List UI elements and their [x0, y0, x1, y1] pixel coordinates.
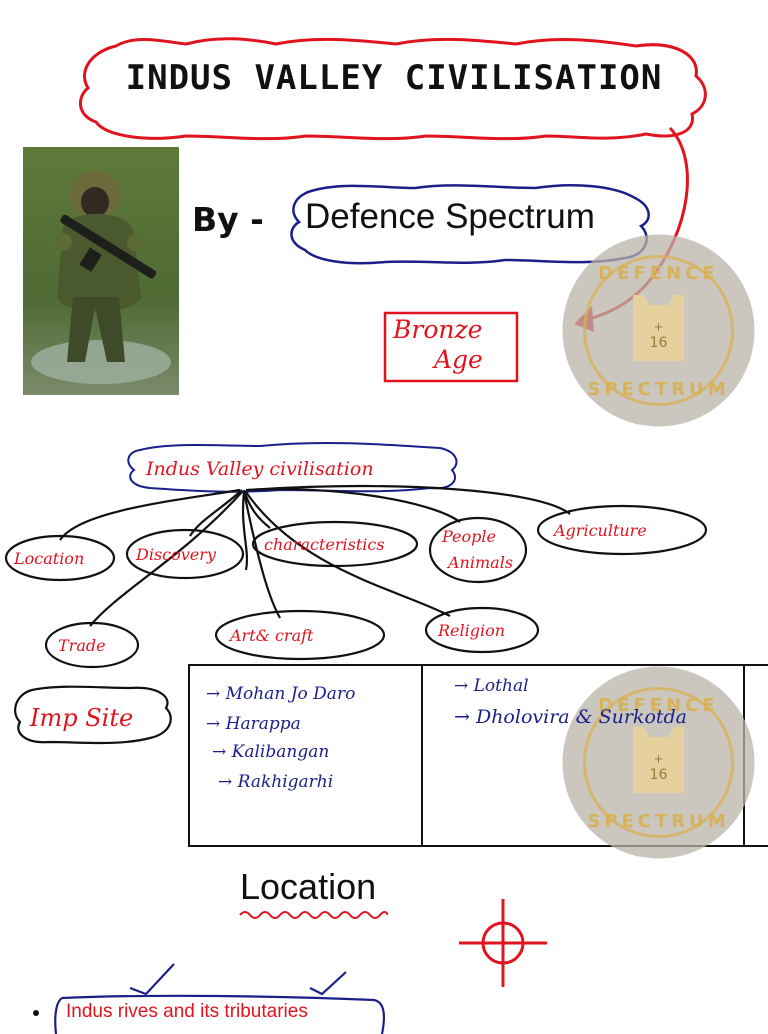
- node-characteristics: characteristics: [264, 535, 385, 554]
- node-trade: Trade: [58, 636, 106, 655]
- location-bullet-text: Indus rives and its tributaries: [66, 1001, 308, 1022]
- age-label: Age: [434, 345, 483, 374]
- tick-marks: [129, 963, 347, 996]
- soldier-photo: [23, 147, 179, 395]
- byline-prefix: By -: [192, 200, 264, 239]
- logo-bottom-text-2: SPECTRUM: [587, 811, 729, 832]
- logo-plus: +: [653, 320, 663, 334]
- logo-number: 16: [650, 335, 668, 351]
- section-heading-location: Location: [240, 866, 377, 907]
- node-people: People: [441, 527, 496, 546]
- site-kalibangan: → Kalibangan: [212, 742, 330, 762]
- site-lothal: → Lothal: [454, 676, 529, 696]
- author-name: Defence Spectrum: [305, 197, 595, 236]
- site-dholavira-surkotda: → Dholovira & Surkotda: [454, 706, 688, 728]
- defence-spectrum-logo: + 16 DEFENCE SPECTRUM: [562, 234, 755, 427]
- crosshair-icon: [459, 899, 547, 987]
- wavy-underline: [239, 911, 388, 919]
- node-art: Art& craft: [228, 626, 314, 645]
- site-harappa: → Harappa: [206, 714, 301, 734]
- node-location: Location: [13, 549, 84, 568]
- node-religion: Religion: [437, 621, 505, 640]
- logo-plus-2: +: [653, 752, 663, 766]
- logo-top-text: DEFENCE: [598, 263, 718, 284]
- bronze-label: Bronze: [393, 315, 483, 344]
- node-discovery: Discovery: [135, 545, 217, 564]
- mindmap-root: Indus Valley civilisation: [145, 458, 374, 480]
- bullet-point: [33, 1010, 39, 1016]
- logo-number-2: 16: [650, 767, 668, 783]
- mind-map: Indus Valley civilisation Location Disco…: [4, 441, 708, 669]
- node-animals: Animals: [446, 553, 513, 572]
- title-cloud-outline: [79, 37, 707, 141]
- logo-bottom-text: SPECTRUM: [587, 379, 729, 400]
- site-mohenjo-daro: → Mohan Jo Daro: [206, 684, 356, 704]
- page-title: INDUS VALLEY CIVILISATION: [125, 58, 663, 98]
- imp-site-cloud: Imp Site: [14, 685, 172, 745]
- site-rakhigarhi: → Rakhigarhi: [218, 772, 334, 792]
- logo-top-text-2: DEFENCE: [598, 695, 718, 716]
- imp-site-label: Imp Site: [29, 704, 133, 732]
- node-agriculture: Agriculture: [552, 521, 647, 540]
- defence-spectrum-logo-2: + 16 DEFENCE SPECTRUM: [562, 666, 755, 859]
- bronze-age-box: [383, 311, 519, 383]
